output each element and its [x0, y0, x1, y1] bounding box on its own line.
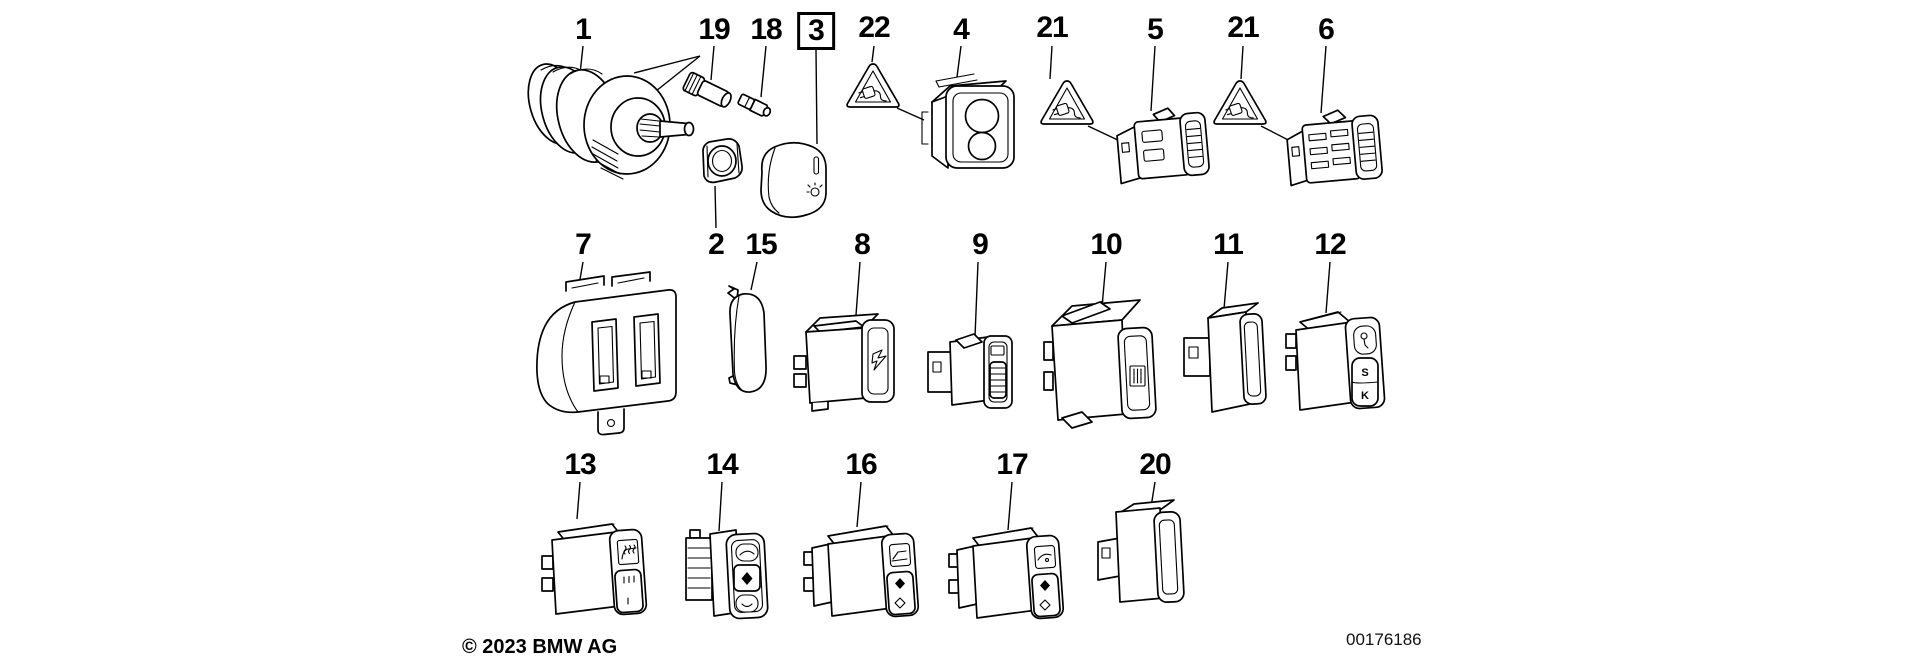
- part-20-drawing plain-switch: [1097, 499, 1185, 604]
- construction-line: [650, 55, 701, 96]
- diamond-icon: [741, 572, 753, 585]
- part-17-drawing diamond-rocker-switch: [948, 527, 1065, 620]
- callout-18[interactable]: 18: [750, 13, 782, 46]
- callout-20[interactable]: 20: [1139, 448, 1171, 481]
- callout-21b[interactable]: 21: [1227, 11, 1259, 44]
- roof-icon: [1037, 553, 1052, 563]
- callout-2[interactable]: 2: [708, 228, 725, 261]
- callout-19[interactable]: 19: [698, 13, 730, 46]
- diamond-icon: [895, 578, 905, 589]
- lightning-bolt-icon: [871, 349, 887, 371]
- part-2-drawing hex-nut: [702, 138, 743, 184]
- switch-rocker-bottom-label: K: [1361, 390, 1369, 402]
- copyright-notice: © 2023 BMW AG: [462, 636, 618, 658]
- callout-17[interactable]: 17: [996, 448, 1028, 481]
- part-12-drawing sunroof-switch: S K: [1285, 311, 1386, 411]
- callout-4[interactable]: 4: [953, 13, 970, 46]
- callout-11[interactable]: 11: [1213, 228, 1244, 261]
- part-1-drawing rotary-switch-body: [527, 63, 695, 180]
- part-6-drawing vent-slot-switch: [1286, 109, 1383, 187]
- callout-3-boxed[interactable]: 3: [797, 12, 835, 50]
- callout-1[interactable]: 1: [575, 13, 592, 46]
- part-15-drawing blanking-cover: [727, 285, 767, 393]
- callout-13[interactable]: 13: [564, 448, 596, 481]
- part-22-drawing warning-triangle-icon: [846, 63, 900, 110]
- part-9-drawing thumbwheel-switch: [927, 333, 1013, 409]
- switch-rocker-top-label: S: [1361, 367, 1368, 379]
- callout-8[interactable]: 8: [854, 228, 871, 261]
- diamond-icon: [1040, 580, 1050, 591]
- callout-9[interactable]: 9: [972, 228, 989, 261]
- part-16-drawing diamond-rocker-switch: [803, 525, 920, 618]
- diamond-outline-icon: [1039, 599, 1051, 611]
- part-8-drawing rocker-switch-bolt: [793, 313, 895, 412]
- callout-6[interactable]: 6: [1318, 13, 1335, 46]
- construction-line: [633, 55, 701, 74]
- part-14-drawing phone-switch: [685, 529, 769, 620]
- part-21-drawing warning-triangle-icon: [1040, 80, 1094, 127]
- diamond-outline-icon: [894, 597, 906, 609]
- callout-7[interactable]: 7: [575, 228, 592, 261]
- defrost-icon: [1129, 365, 1146, 387]
- callout-21[interactable]: 21: [1036, 11, 1068, 44]
- part-5-drawing slot-switch: [1116, 107, 1210, 185]
- callout-10[interactable]: 10: [1090, 228, 1122, 261]
- part-19-drawing bulb-socket: [682, 71, 732, 108]
- callout-14[interactable]: 14: [706, 448, 738, 481]
- part-11-drawing plain-rocker-switch: [1183, 302, 1267, 413]
- part-13-drawing seat-heating-switch: [541, 523, 648, 616]
- part-4-drawing twin-button-switch: [921, 73, 1015, 169]
- seat-heat-icon: [621, 544, 637, 560]
- trunk-icon: [891, 550, 908, 562]
- callout-5[interactable]: 5: [1147, 13, 1164, 46]
- callout-22[interactable]: 22: [858, 11, 890, 44]
- callout-16[interactable]: 16: [845, 448, 877, 481]
- phone-icon: [739, 550, 755, 556]
- part-10-drawing large-rocker-switch: [1043, 299, 1157, 429]
- callout-15[interactable]: 15: [745, 228, 777, 261]
- callout-12[interactable]: 12: [1314, 228, 1346, 261]
- part-18-drawing bulb: [737, 93, 772, 117]
- part-7-drawing switch-holder: [536, 271, 677, 436]
- diagram-number: 00176186: [1346, 630, 1422, 649]
- part-3-drawing switch-knob: [760, 141, 827, 219]
- part-21b-drawing warning-triangle-icon: [1213, 80, 1267, 127]
